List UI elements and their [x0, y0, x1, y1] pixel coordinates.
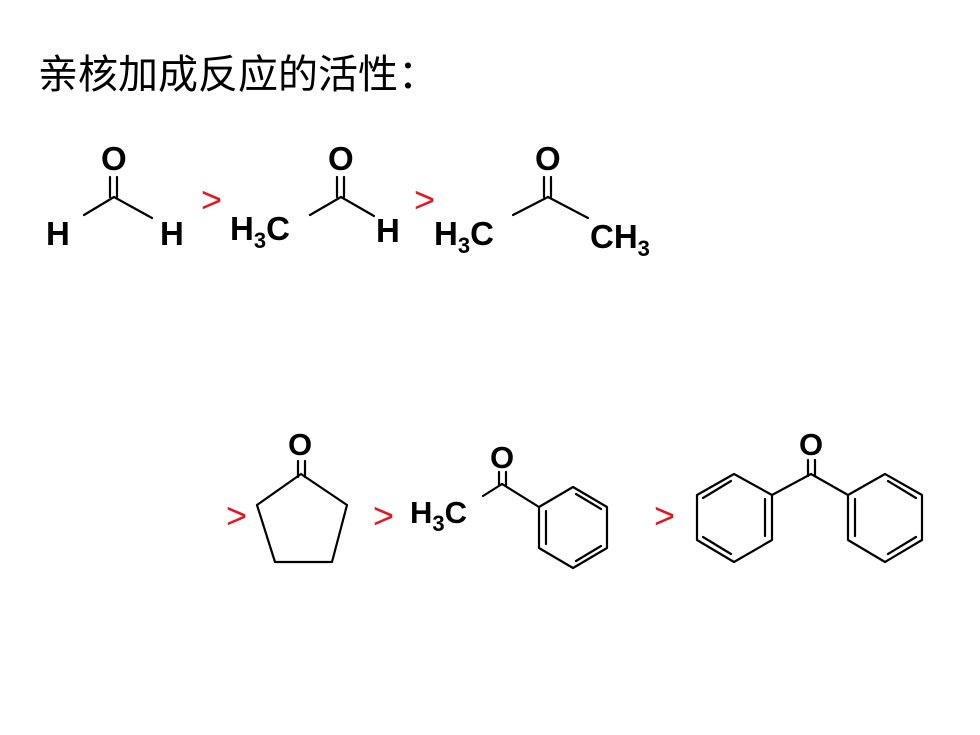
methyl-group-acetophenone: H3C — [410, 495, 467, 536]
atom-o-benzophenone: O — [799, 427, 823, 462]
methyl-group-acetaldehyde: H3C — [230, 210, 290, 253]
bond-c-phenyl-right — [809, 472, 850, 497]
slide-title: 亲核加成反应的活性： — [38, 52, 438, 98]
methyl-c: C — [266, 210, 290, 247]
comparator-2: > — [414, 179, 435, 220]
comparator-1: > — [201, 179, 222, 220]
methyl-h: H — [230, 210, 254, 247]
acetophenone-structure: H3C O — [410, 440, 609, 570]
ring-inner-bond-2 — [574, 492, 603, 511]
ch-label: CH — [590, 218, 638, 255]
methyl-c: C — [470, 215, 494, 252]
bond-c-h — [339, 195, 376, 218]
bond-c-h-right — [112, 195, 154, 220]
atom-o-acetophenone: O — [490, 440, 514, 475]
methyl-subscript: 3 — [254, 228, 266, 253]
atom-o-acetaldehyde: O — [328, 140, 354, 177]
bond-c-phenyl-left — [770, 472, 813, 497]
cyclopentanone-structure: O — [255, 427, 349, 564]
right-ring-inner-bond-2 — [886, 479, 918, 500]
bond-c-h-left — [82, 195, 116, 217]
atom-h-acetaldehyde: H — [376, 212, 400, 249]
atom-h-right: H — [160, 215, 184, 252]
benzophenone-structure: O — [695, 427, 924, 564]
acetaldehyde-structure: H3C O H — [230, 140, 400, 253]
atom-o-acetone: O — [535, 140, 561, 177]
left-ring-inner-bond-2 — [701, 479, 733, 500]
bond-c-ch3-right — [546, 195, 590, 220]
bond-c-phenyl — [500, 482, 541, 509]
atom-o-cyclopentanone: O — [288, 427, 312, 462]
bond-c-ch3 — [308, 195, 343, 217]
benzene-ring — [537, 485, 609, 570]
methyl-subscript: 3 — [432, 511, 444, 536]
methyl-c: C — [445, 495, 467, 530]
ch-subscript: 3 — [638, 236, 650, 261]
bond-c-ch3-left — [511, 195, 550, 217]
benzene-ring-right — [846, 472, 924, 564]
left-ring-inner-bond-3 — [701, 535, 733, 556]
methyl-subscript: 3 — [458, 233, 470, 258]
methyl-h: H — [410, 495, 432, 530]
right-ring-inner-bond-3 — [886, 535, 918, 556]
formaldehyde-structure: O H H — [46, 140, 184, 252]
atom-h-left: H — [46, 215, 70, 252]
atom-o-formaldehyde: O — [101, 140, 127, 177]
comparator-5: > — [654, 495, 675, 536]
ring-inner-bond-3 — [574, 544, 603, 563]
methyl-group-left: H3C — [434, 215, 494, 258]
cyclopentane-ring — [255, 472, 349, 564]
comparator-4: > — [373, 495, 394, 536]
methyl-group-right: CH3 — [590, 218, 650, 261]
methyl-h: H — [434, 215, 458, 252]
comparator-3: > — [226, 495, 247, 536]
acetone-structure: H3C O CH3 — [434, 140, 650, 261]
benzene-ring-left — [695, 472, 774, 564]
bond-c-ch3 — [481, 482, 504, 498]
